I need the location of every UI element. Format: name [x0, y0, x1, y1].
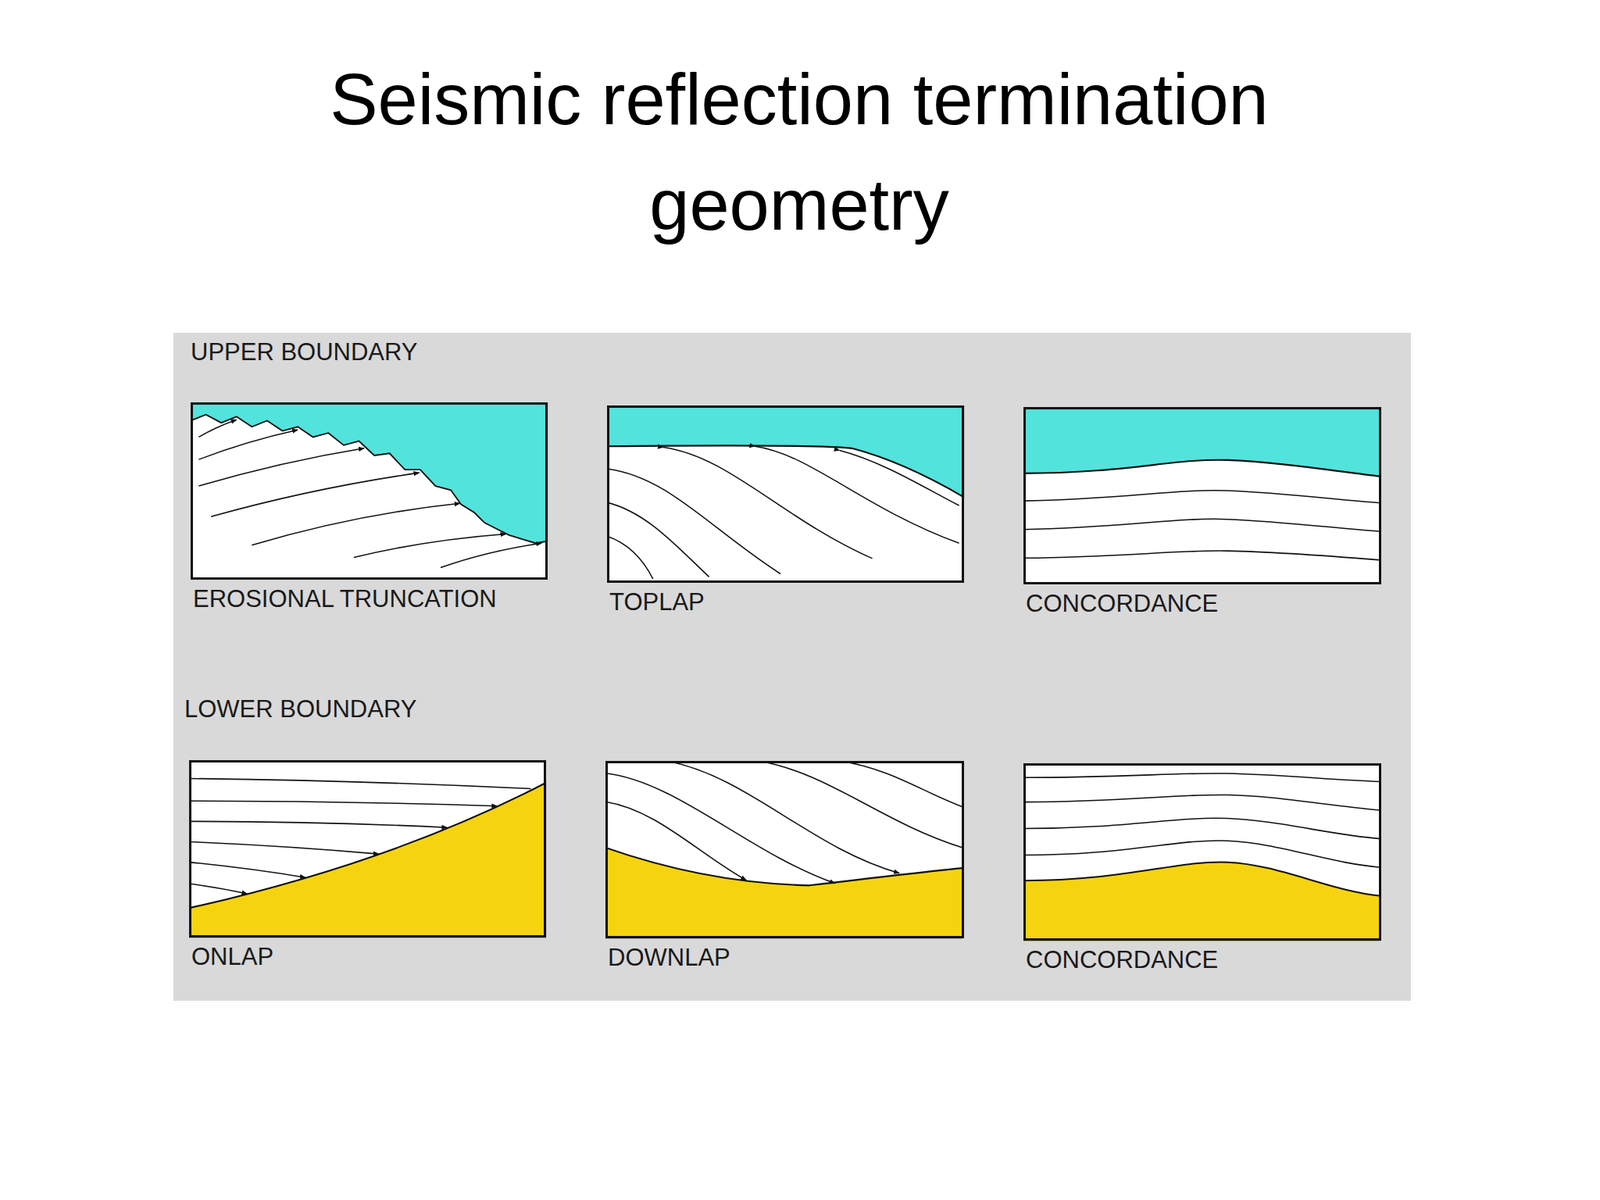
section-heading: UPPER BOUNDARY	[190, 338, 418, 367]
panel-box: DOWNLAP	[605, 760, 965, 939]
downlap-figure	[605, 760, 963, 939]
panel-box: EROSIONAL TRUNCATION	[190, 402, 548, 580]
panel-box: CONCORDANCE	[1023, 407, 1382, 585]
panel-caption: CONCORDANCE	[1025, 589, 1218, 618]
section-heading: LOWER BOUNDARY	[184, 695, 417, 724]
page-title: Seismic reflection termination geometry	[213, 46, 1386, 258]
panel-box: CONCORDANCE	[1023, 763, 1382, 941]
panel-box: ONLAP	[189, 760, 547, 938]
panel-box: TOPLAP	[607, 405, 965, 583]
concordance-lower-figure	[1023, 763, 1381, 941]
panel-caption: EROSIONAL TRUNCATION	[192, 585, 497, 614]
panel-caption: DOWNLAP	[607, 943, 731, 972]
panel-caption: ONLAP	[191, 942, 274, 972]
concordance-upper-figure	[1023, 407, 1381, 585]
panel-caption: CONCORDANCE	[1025, 946, 1218, 975]
toplap-figure	[607, 405, 965, 583]
panel-caption: TOPLAP	[609, 588, 705, 617]
onlap-figure	[189, 760, 547, 938]
erosional-truncation-figure	[190, 402, 548, 580]
grey-panel	[173, 332, 1411, 1001]
